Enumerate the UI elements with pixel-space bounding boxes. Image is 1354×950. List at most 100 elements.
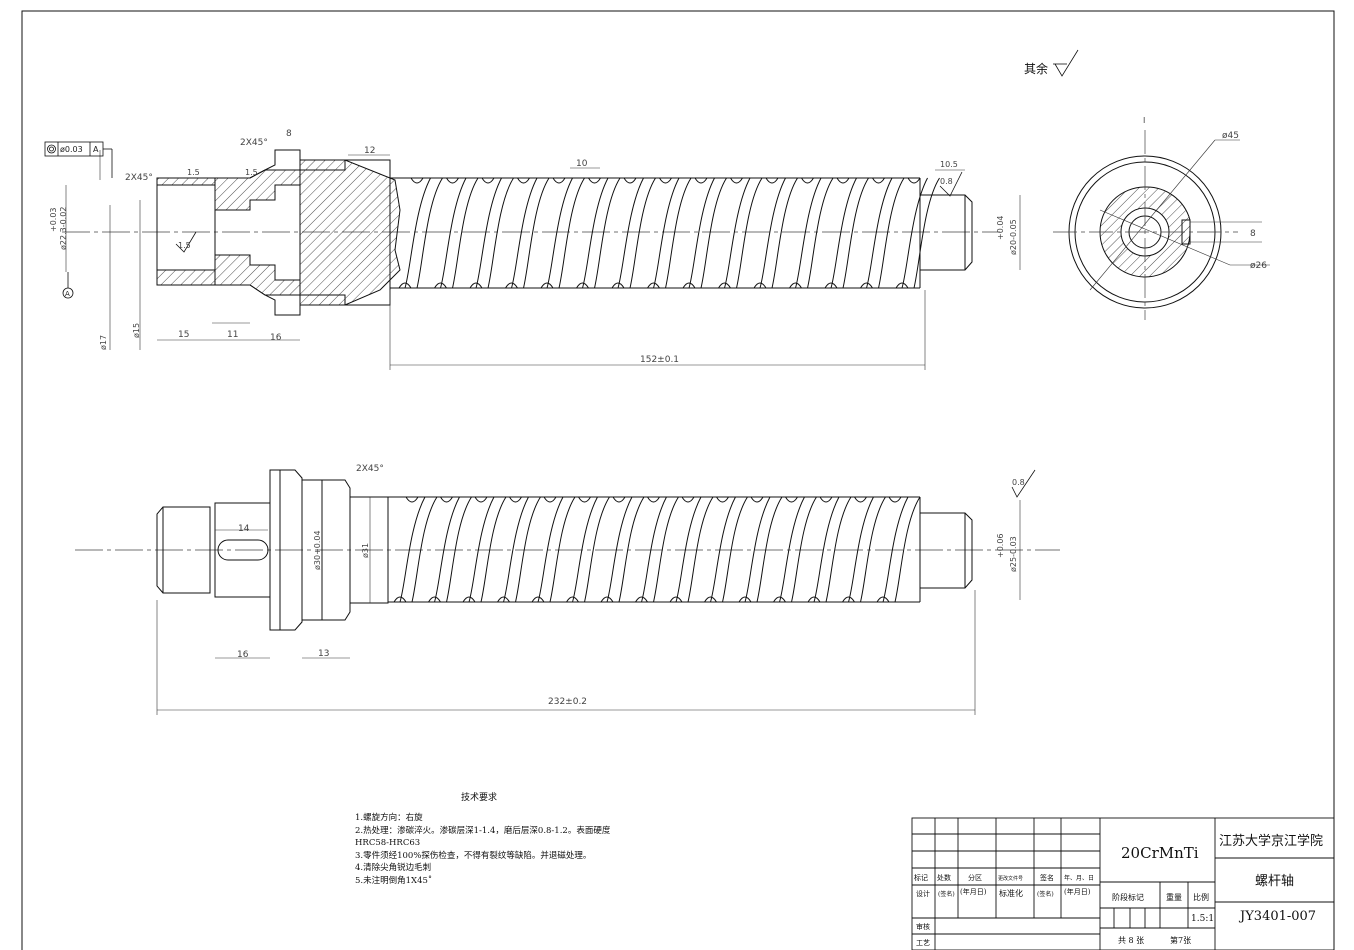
top-view (62, 149, 1000, 316)
tol-plus004: +0.04 (996, 215, 1005, 240)
top-left-bore-hatch-bottom (156, 254, 301, 296)
thread-root (807, 596, 821, 603)
thread-flank (434, 496, 472, 603)
drawing-border (21, 10, 1335, 950)
thread-flank (511, 177, 550, 289)
tb-sheet-no: 第7张 (1170, 935, 1191, 945)
top-left-bore-hatch (156, 169, 301, 211)
thread-root (773, 596, 786, 603)
gdt-frame (44, 141, 113, 299)
dim-11: 11 (227, 330, 238, 340)
dim-2x45-top: 2X45° (240, 138, 268, 148)
tb-row-design: 设计 (916, 889, 930, 898)
thread-root (434, 282, 447, 289)
datum-label: A (65, 290, 70, 298)
title-block (911, 817, 1335, 950)
thread-flank (795, 177, 834, 289)
tol-plus003: +0.03 (49, 207, 58, 232)
tech-line-3: HRC58-HRC63 (355, 838, 421, 849)
thread-crest (647, 496, 660, 503)
thread-flank (710, 496, 748, 603)
thread-root (635, 596, 648, 603)
thread-flank (468, 496, 507, 603)
thread-crest (716, 496, 729, 503)
tech-line-6: 5.未注明倒角1X45˚ (355, 875, 433, 886)
dim-8b: 8 (1250, 229, 1256, 239)
gdt-datum: A (93, 145, 99, 154)
thread-root (738, 596, 752, 603)
dim-12: 12 (364, 146, 375, 156)
tb-col-zone: 分区 (968, 873, 982, 882)
tb-col-count: 处数 (937, 873, 951, 882)
top-thread-helix (398, 177, 940, 289)
dim-1-5c: 1.5 (178, 241, 191, 250)
thread-flank (759, 177, 798, 289)
thread-root (718, 282, 731, 289)
thread-crest (446, 177, 459, 184)
tb-row-date1: (年月日) (960, 887, 987, 896)
tb-row-date2: (年月日) (1064, 887, 1091, 896)
thread-root (469, 282, 483, 289)
thread-crest (872, 177, 885, 184)
thread-crest (509, 496, 522, 503)
dim-8: 8 (286, 129, 292, 139)
lower-right-shaft (920, 512, 973, 589)
tb-review: 审核 (916, 922, 930, 931)
lower-flange (269, 469, 303, 631)
dim-10-5: 10.5 (940, 160, 958, 169)
thread-root (462, 596, 476, 603)
thread-flank (901, 177, 940, 289)
thread-root (669, 596, 683, 603)
thread-flank (675, 496, 714, 603)
tb-scale: 1.5:1 (1191, 914, 1214, 924)
dim-15: 15 (178, 330, 189, 340)
thread-crest (552, 177, 566, 184)
lower-left-shaft (156, 506, 211, 594)
thread-root (398, 282, 412, 289)
thread-flank (440, 177, 479, 289)
thread-crest (405, 496, 419, 503)
thread-crest (750, 496, 764, 503)
thread-root (876, 596, 890, 603)
tb-col-doc: 更改文件号 (998, 875, 1023, 882)
tb-weight: 重量 (1166, 892, 1182, 902)
thread-crest (410, 177, 424, 184)
thread-root (895, 282, 909, 289)
tol-phi15: ø15 (132, 323, 141, 338)
thread-flank (813, 496, 852, 603)
thread-flank (617, 177, 656, 289)
top-dimension-lines (65, 150, 1021, 370)
dim-i: I (1143, 116, 1145, 125)
thread-crest (543, 496, 557, 503)
thread-flank (653, 177, 692, 289)
thread-flank (572, 496, 610, 603)
thread-crest (765, 177, 779, 184)
roughness-symbols (175, 49, 1079, 498)
thread-crest (819, 496, 833, 503)
gdt-value: ø0.03 (60, 145, 83, 154)
thread-crest (440, 496, 453, 503)
tb-row-standard: 标准化 (999, 888, 1023, 898)
thread-crest (694, 177, 708, 184)
tb-part-name: 螺杆轴 (1255, 874, 1294, 889)
tech-title: 技术要求 (461, 791, 497, 803)
dim-14: 14 (238, 524, 250, 534)
section-view (1053, 130, 1270, 320)
thread-flank (724, 177, 763, 289)
lower-thread-helix (393, 496, 921, 603)
tb-material: 20CrMnTi (1121, 844, 1199, 862)
thread-crest (730, 177, 743, 184)
thread-flank (779, 496, 817, 603)
thread-crest (623, 177, 637, 184)
thread-crest (578, 496, 591, 503)
dim-1-5b: 1.5 (245, 168, 258, 177)
thread-root (842, 596, 855, 603)
dim-16a: 16 (270, 333, 282, 343)
thread-flank (641, 496, 679, 603)
tb-ratio: 比例 (1193, 892, 1209, 902)
thread-root (393, 596, 407, 603)
thread-crest (517, 177, 530, 184)
thread-crest (588, 177, 601, 184)
tol-phi20: ø20-0.05 (1009, 219, 1018, 255)
